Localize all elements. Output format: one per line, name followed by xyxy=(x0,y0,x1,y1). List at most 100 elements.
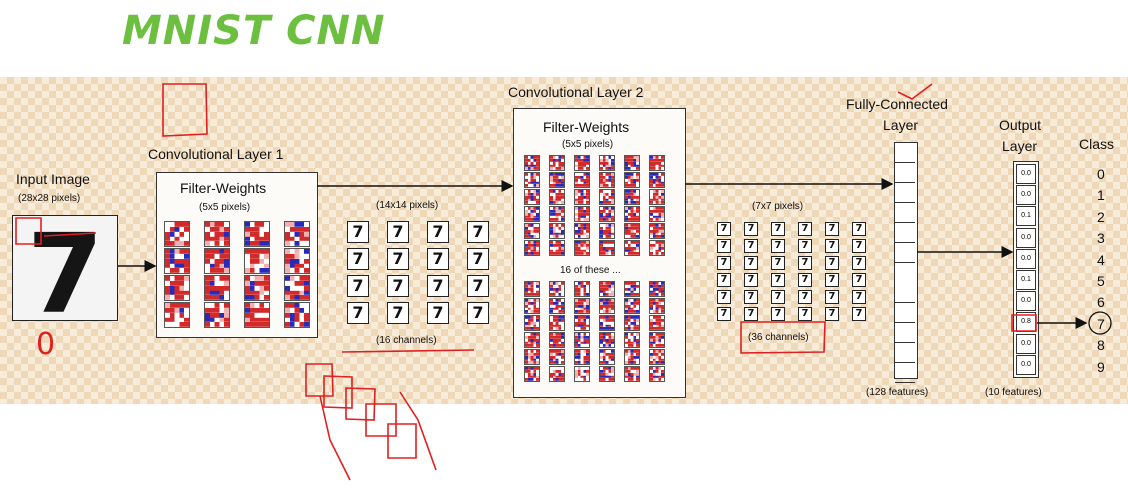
conv1-filter-tile xyxy=(284,221,310,247)
conv1-filter-tile xyxy=(204,248,230,274)
map2-channel: 7 xyxy=(744,222,758,236)
class-label: 6 xyxy=(1097,294,1105,311)
conv2-filter-tile xyxy=(574,281,590,297)
map2-channel: 7 xyxy=(744,307,758,321)
conv2-filter-tile xyxy=(524,298,540,314)
map1-channel: 7 xyxy=(427,275,449,297)
conv2-filter-tile xyxy=(624,172,640,188)
conv2-filter-tile xyxy=(549,223,565,239)
conv2-filter-tile xyxy=(649,172,665,188)
map2-channel: 7 xyxy=(825,273,839,287)
conv1-label: Convolutional Layer 1 xyxy=(148,146,284,162)
conv2-filter-tile xyxy=(524,315,540,331)
slide-title: MNIST CNN xyxy=(122,8,386,54)
map2-channel: 7 xyxy=(798,307,812,321)
annotation-underline-map1 xyxy=(341,349,475,353)
conv2-filter-tile xyxy=(549,189,565,205)
conv2-filter-tile xyxy=(549,332,565,348)
map2-channel: 7 xyxy=(744,239,758,253)
conv2-filter-tile xyxy=(599,155,615,171)
conv1-filter-tile xyxy=(164,248,190,274)
fc-features: (128 features) xyxy=(866,387,929,398)
conv2-filter-tile xyxy=(549,281,565,297)
conv2-filter-tile xyxy=(549,366,565,382)
conv2-mid-label: 16 of these ... xyxy=(560,265,621,276)
class-header: Class xyxy=(1079,136,1115,152)
class-label: 1 xyxy=(1097,187,1105,204)
conv2-filter-tile xyxy=(624,281,640,297)
conv2-filter-tile xyxy=(624,349,640,365)
fc-neuron xyxy=(895,203,915,223)
annotation-stack-4 xyxy=(365,403,397,437)
output-value: 0.1 xyxy=(1016,206,1036,227)
annotation-check xyxy=(897,83,933,100)
input-image-label: Input Image xyxy=(16,171,90,187)
map2-channel: 7 xyxy=(717,290,731,304)
conv2-filter-tile xyxy=(574,332,590,348)
conv1-filter-tile xyxy=(244,275,270,301)
output-value: 0.0 xyxy=(1016,291,1036,312)
conv2-filter-tile xyxy=(524,172,540,188)
class-label: 7 xyxy=(1097,315,1105,332)
conv2-filter-tile xyxy=(599,315,615,331)
map2-channel: 7 xyxy=(744,290,758,304)
map2-channel: 7 xyxy=(717,239,731,253)
annotation-line-input xyxy=(43,232,97,237)
conv2-filter-tile xyxy=(649,332,665,348)
conv2-filter-size: (5x5 pixels) xyxy=(562,139,614,150)
conv2-filter-tile xyxy=(649,349,665,365)
fc-neuron xyxy=(895,323,915,343)
annotation-stack-5 xyxy=(387,423,417,459)
map2-channel: 7 xyxy=(825,256,839,270)
map2-channel: 7 xyxy=(771,222,785,236)
conv2-filter-tile xyxy=(574,189,590,205)
fc-neuron xyxy=(895,303,915,323)
map1-channel: 7 xyxy=(467,221,489,243)
conv2-filter-tile xyxy=(574,240,590,256)
conv2-filter-tile xyxy=(574,206,590,222)
map2-channel: 7 xyxy=(771,307,785,321)
conv2-filter-tile xyxy=(574,349,590,365)
map2-channel: 7 xyxy=(717,256,731,270)
map2-channel: 7 xyxy=(798,290,812,304)
conv2-filter-tile xyxy=(599,206,615,222)
map2-channel: 7 xyxy=(852,290,866,304)
fc-column xyxy=(894,142,918,383)
map1-channels: (16 channels) xyxy=(376,335,437,346)
conv2-filter-tile xyxy=(574,172,590,188)
conv2-filter-tile xyxy=(549,298,565,314)
conv2-filter-tile xyxy=(599,172,615,188)
conv2-filter-tile xyxy=(549,206,565,222)
conv2-filter-tile xyxy=(524,189,540,205)
class-label: 4 xyxy=(1097,251,1105,268)
conv2-label: Convolutional Layer 2 xyxy=(508,84,644,100)
class-label: 5 xyxy=(1097,273,1105,289)
conv2-filter-tile xyxy=(624,189,640,205)
fc-neuron xyxy=(895,343,915,363)
conv2-filter-tile xyxy=(649,281,665,297)
conv2-filter-tile xyxy=(549,349,565,365)
conv2-filter-tile xyxy=(649,223,665,239)
map2-channel: 7 xyxy=(771,290,785,304)
map2-channel: 7 xyxy=(852,239,866,253)
conv2-filter-tile xyxy=(574,298,590,314)
fc-label-line1: Fully-Connected xyxy=(846,96,948,112)
fc-neuron xyxy=(895,143,915,163)
conv2-filters-label: Filter-Weights xyxy=(543,119,630,135)
fc-neuron xyxy=(895,283,915,303)
map1-channel: 7 xyxy=(427,248,449,270)
conv2-filter-tile xyxy=(649,189,665,205)
map1-channel: 7 xyxy=(467,302,489,324)
conv1-filter-tile xyxy=(244,302,270,328)
conv1-filter-tile xyxy=(284,248,310,274)
conv2-filter-tile xyxy=(649,315,665,331)
conv2-filter-tile xyxy=(649,240,665,256)
map1-channel: 7 xyxy=(347,275,369,297)
conv2-filter-tile xyxy=(624,332,640,348)
map1-channel: 7 xyxy=(347,221,369,243)
fc-neuron xyxy=(895,243,915,263)
conv2-filter-tile xyxy=(624,366,640,382)
conv2-filter-tile xyxy=(524,155,540,171)
conv1-filter-tile xyxy=(164,302,190,328)
